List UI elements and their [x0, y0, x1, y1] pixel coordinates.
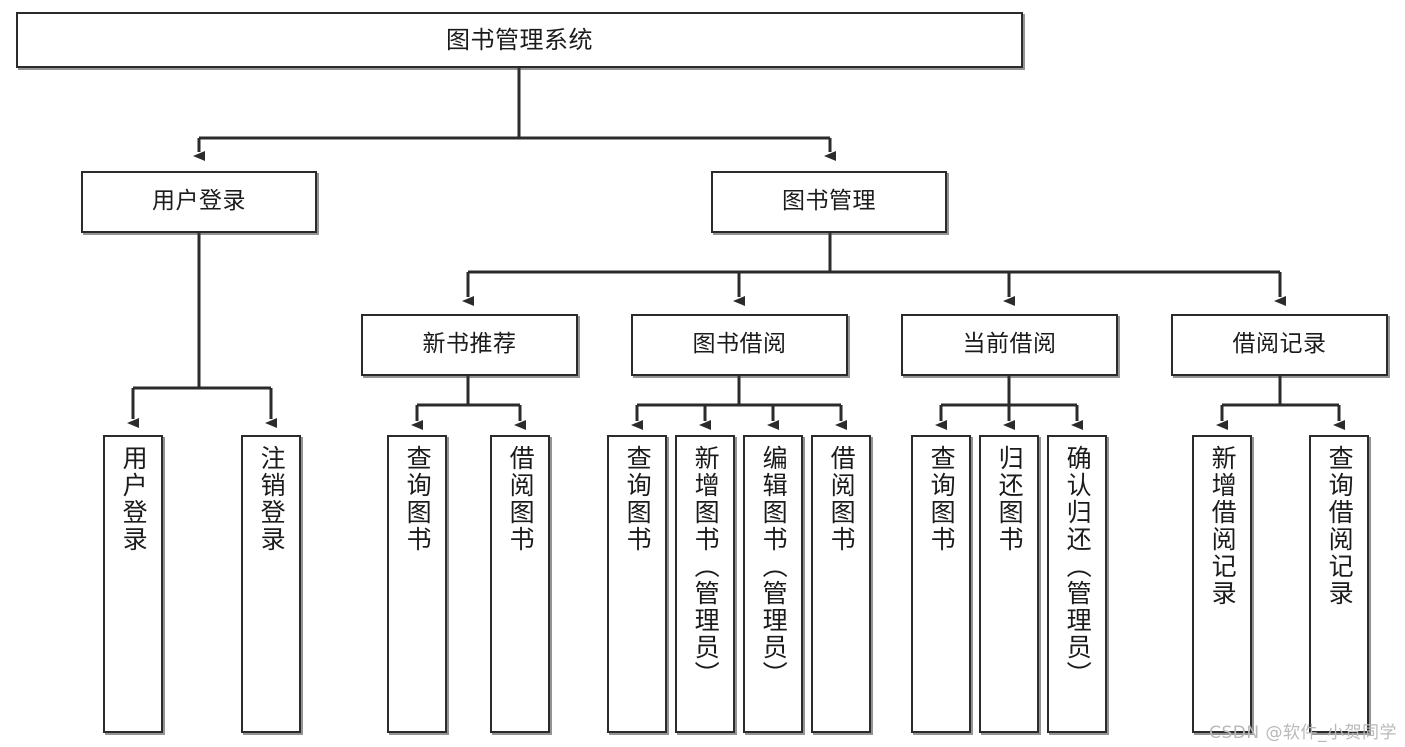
leaf-borrow-book-1-label: 借阅图书	[506, 445, 536, 553]
watermark: CSDN @软件_小贺同学	[1209, 723, 1397, 743]
leaf-add-record[interactable]: 新增借阅记录	[1192, 435, 1252, 733]
leaf-user-logout[interactable]: 注销登录	[241, 435, 301, 733]
leaf-edit-book-label: 编辑图书（管理员）	[759, 445, 789, 688]
leaf-query-book-1[interactable]: 查询图书	[387, 435, 447, 733]
leaf-edit-book[interactable]: 编辑图书（管理员）	[743, 435, 803, 733]
node-book-borrow-label: 图书借阅	[692, 331, 787, 358]
leaf-user-login-label: 用户登录	[119, 445, 149, 553]
node-book-borrow[interactable]: 图书借阅	[631, 314, 848, 376]
node-root-label: 图书管理系统	[446, 25, 593, 54]
node-new-book-recommend[interactable]: 新书推荐	[361, 314, 578, 376]
leaf-add-book[interactable]: 新增图书（管理员）	[675, 435, 735, 733]
leaf-user-logout-label: 注销登录	[257, 445, 287, 553]
leaf-query-book-1-label: 查询图书	[403, 445, 433, 553]
node-borrow-record-label: 借阅记录	[1232, 331, 1327, 358]
node-book-manage[interactable]: 图书管理	[711, 171, 947, 233]
leaf-add-book-label: 新增图书（管理员）	[691, 445, 721, 688]
node-borrow-record[interactable]: 借阅记录	[1171, 314, 1388, 376]
node-book-manage-label: 图书管理	[782, 188, 876, 215]
node-root[interactable]: 图书管理系统	[16, 12, 1023, 68]
leaf-confirm-return[interactable]: 确认归还（管理员）	[1047, 435, 1107, 733]
leaf-return-book[interactable]: 归还图书	[979, 435, 1039, 733]
leaf-user-login[interactable]: 用户登录	[103, 435, 163, 733]
node-user-login-label: 用户登录	[152, 188, 246, 215]
node-user-login[interactable]: 用户登录	[81, 171, 317, 233]
leaf-query-book-2[interactable]: 查询图书	[607, 435, 667, 733]
leaf-query-record[interactable]: 查询借阅记录	[1309, 435, 1369, 733]
leaf-confirm-return-label: 确认归还（管理员）	[1063, 445, 1093, 688]
leaf-query-book-2-label: 查询图书	[623, 445, 653, 553]
leaf-query-book-3-label: 查询图书	[927, 445, 957, 553]
leaf-add-record-label: 新增借阅记录	[1208, 445, 1238, 607]
leaf-borrow-book-2[interactable]: 借阅图书	[811, 435, 871, 733]
leaf-borrow-book-1[interactable]: 借阅图书	[490, 435, 550, 733]
leaf-query-book-3[interactable]: 查询图书	[911, 435, 971, 733]
leaf-return-book-label: 归还图书	[995, 445, 1025, 553]
node-new-book-recommend-label: 新书推荐	[422, 331, 517, 358]
leaf-query-record-label: 查询借阅记录	[1325, 445, 1355, 607]
node-current-borrow-label: 当前借阅	[962, 331, 1057, 358]
leaf-borrow-book-2-label: 借阅图书	[827, 445, 857, 553]
node-current-borrow[interactable]: 当前借阅	[901, 314, 1118, 376]
